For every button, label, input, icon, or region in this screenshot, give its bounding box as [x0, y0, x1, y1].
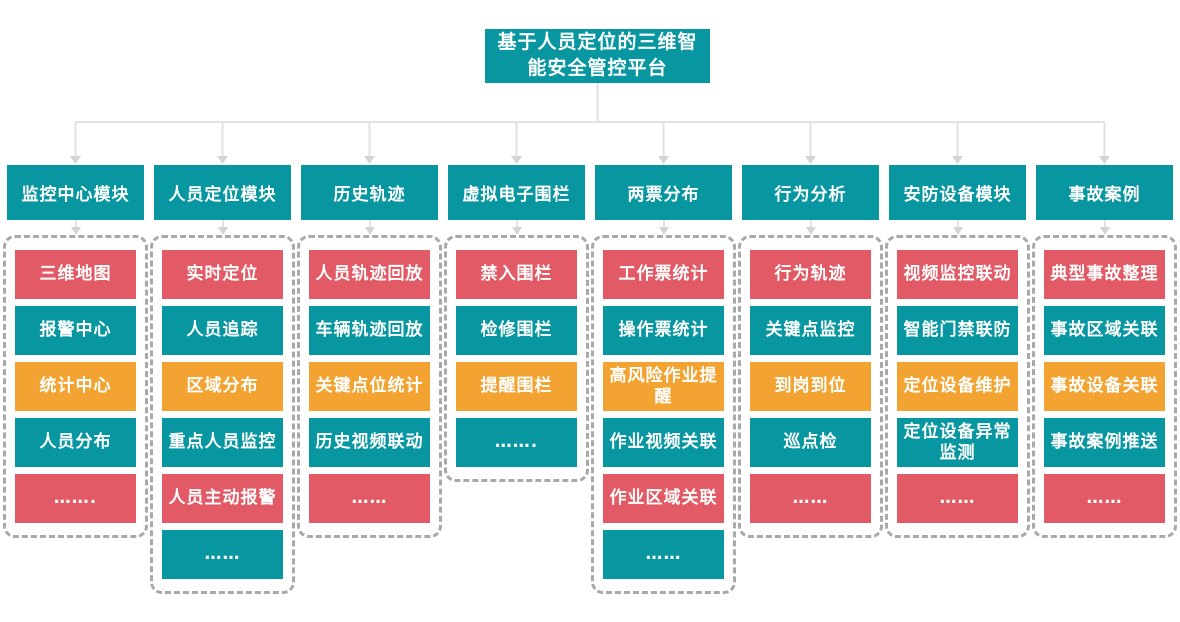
header-drop-arrow-icon [444, 220, 589, 235]
module-item: 统计中心 [15, 362, 136, 411]
module-item: 事故区域关联 [1044, 306, 1165, 355]
module-header: 事故案例 [1036, 165, 1173, 220]
module-item: 人员主动报警 [162, 474, 283, 523]
module-item: …… [897, 474, 1018, 523]
header-drop-arrow-icon [885, 220, 1030, 235]
module-header: 历史轨迹 [301, 165, 438, 220]
module-column: 安防设备模块 视频监控联动智能门禁联防定位设备维护定位设备异常 监测 …… [885, 165, 1030, 594]
modules-row: 监控中心模块 三维地图报警中心统计中心人员分布……. 人员定位模块 实时定位人员… [3, 165, 1177, 594]
module-item: ……. [456, 418, 577, 467]
module-item: 区域分布 [162, 362, 283, 411]
module-group: 视频监控联动智能门禁联防定位设备维护定位设备异常 监测 …… [885, 235, 1030, 538]
module-header: 安防设备模块 [889, 165, 1026, 220]
module-item: 作业区域关联 [603, 474, 724, 523]
module-item: 检修围栏 [456, 306, 577, 355]
module-item: 到岗到位 [750, 362, 871, 411]
module-group: 禁入围栏检修围栏提醒围栏 ……. [444, 235, 589, 482]
module-item: 巡点检 [750, 418, 871, 467]
module-item: 报警中心 [15, 306, 136, 355]
module-item: …… [603, 530, 724, 579]
module-column: 监控中心模块 三维地图报警中心统计中心人员分布 ……. [3, 165, 148, 594]
module-item: 历史视频联动 [309, 418, 430, 467]
module-item: …… [309, 474, 430, 523]
module-group: 人员轨迹回放车辆轨迹回放关键点位统计历史视频联动 …… [297, 235, 442, 538]
module-item: 定位设备异常 监测 [897, 418, 1018, 467]
module-item: 高风险作业提 醒 [603, 362, 724, 411]
module-item: 视频监控联动 [897, 250, 1018, 299]
header-drop-arrow-icon [150, 220, 295, 235]
module-header: 行为分析 [742, 165, 879, 220]
module-header: 虚拟电子围栏 [448, 165, 585, 220]
platform-title: 基于人员定位的三维智 能安全管控平台 [485, 29, 710, 83]
module-column: 虚拟电子围栏 禁入围栏检修围栏提醒围栏 ……. [444, 165, 589, 594]
module-group: 工作票统计操作票统计高风险作业提 醒作业视频关联作业区域关联 …… [591, 235, 736, 594]
module-group: 行为轨迹关键点监控到岗到位巡点检 …… [738, 235, 883, 538]
module-column: 行为分析 行为轨迹关键点监控到岗到位巡点检 …… [738, 165, 883, 594]
module-column: 人员定位模块 实时定位人员追踪区域分布重点人员监控人员主动报警 …… [150, 165, 295, 594]
module-item: 禁入围栏 [456, 250, 577, 299]
module-item: 关键点位统计 [309, 362, 430, 411]
module-item: …… [162, 530, 283, 579]
header-drop-arrow-icon [3, 220, 148, 235]
module-column: 历史轨迹 人员轨迹回放车辆轨迹回放关键点位统计历史视频联动 …… [297, 165, 442, 594]
module-group: 典型事故整理事故区域关联事故设备关联事故案例推送 …… [1032, 235, 1177, 538]
module-column: 事故案例 典型事故整理事故区域关联事故设备关联事故案例推送 …… [1032, 165, 1177, 594]
module-item: 人员轨迹回放 [309, 250, 430, 299]
module-item: 工作票统计 [603, 250, 724, 299]
module-item: 人员分布 [15, 418, 136, 467]
module-item: 智能门禁联防 [897, 306, 1018, 355]
module-item: 行为轨迹 [750, 250, 871, 299]
module-item: …… [1044, 474, 1165, 523]
module-header: 监控中心模块 [7, 165, 144, 220]
module-column: 两票分布 工作票统计操作票统计高风险作业提 醒作业视频关联作业区域关联 …… [591, 165, 736, 594]
module-item: 提醒围栏 [456, 362, 577, 411]
module-group: 三维地图报警中心统计中心人员分布 ……. [3, 235, 148, 538]
module-item: 人员追踪 [162, 306, 283, 355]
module-item: 重点人员监控 [162, 418, 283, 467]
module-item: 事故案例推送 [1044, 418, 1165, 467]
header-drop-arrow-icon [738, 220, 883, 235]
module-item: 典型事故整理 [1044, 250, 1165, 299]
header-drop-arrow-icon [1032, 220, 1177, 235]
module-item: ……. [15, 474, 136, 523]
module-header: 两票分布 [595, 165, 732, 220]
module-item: 事故设备关联 [1044, 362, 1165, 411]
module-item: …… [750, 474, 871, 523]
module-item: 操作票统计 [603, 306, 724, 355]
module-item: 实时定位 [162, 250, 283, 299]
module-group: 实时定位人员追踪区域分布重点人员监控人员主动报警 …… [150, 235, 295, 594]
module-item: 定位设备维护 [897, 362, 1018, 411]
header-drop-arrow-icon [591, 220, 736, 235]
module-item: 作业视频关联 [603, 418, 724, 467]
header-drop-arrow-icon [297, 220, 442, 235]
module-item: 关键点监控 [750, 306, 871, 355]
platform-title-label: 基于人员定位的三维智 能安全管控平台 [497, 31, 698, 79]
module-item: 三维地图 [15, 250, 136, 299]
module-header: 人员定位模块 [154, 165, 291, 220]
module-item: 车辆轨迹回放 [309, 306, 430, 355]
